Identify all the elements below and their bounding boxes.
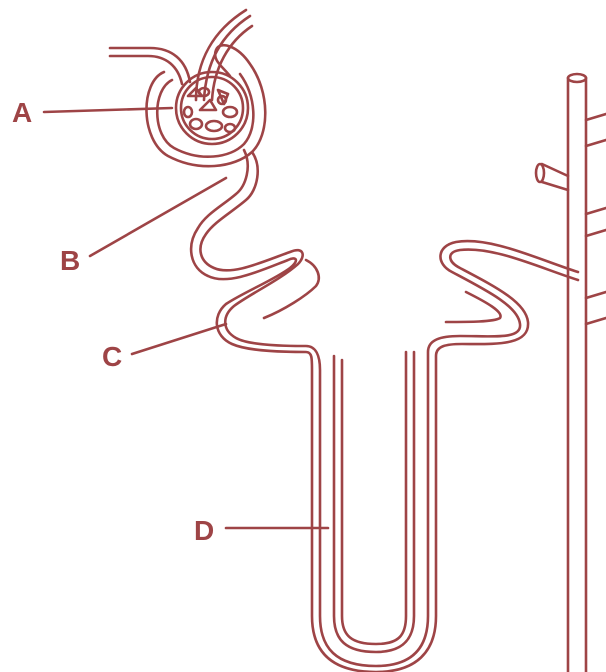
leader-line-a — [44, 108, 172, 112]
label-a: A — [12, 97, 32, 128]
glomerulus — [176, 72, 248, 144]
proximal-convoluted-tubule — [191, 150, 578, 672]
collecting-duct — [536, 74, 606, 672]
leader-lines — [44, 108, 328, 528]
leader-line-c — [132, 324, 226, 354]
label-b: B — [60, 245, 80, 276]
arteriole-vessels — [110, 10, 252, 100]
loop-of-henle — [264, 260, 501, 652]
label-c: C — [102, 341, 122, 372]
label-d: D — [194, 515, 214, 546]
